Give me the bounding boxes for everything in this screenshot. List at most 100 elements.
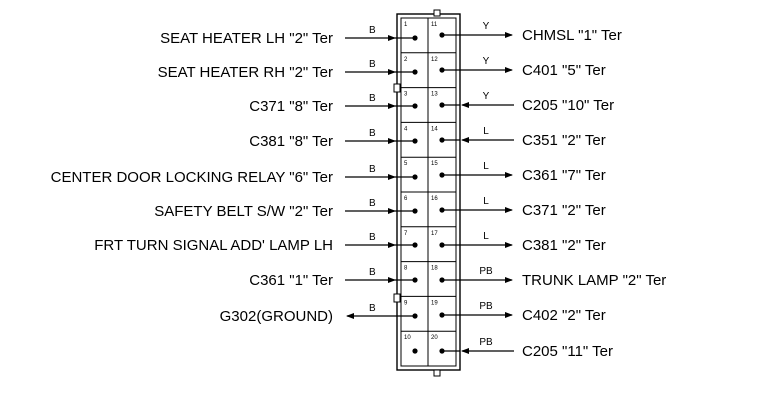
terminal-dot <box>439 102 445 108</box>
wire-color-label: B <box>369 267 376 278</box>
right-circuit: Y C401 "5" Ter <box>439 56 606 79</box>
terminal-dot <box>439 242 445 248</box>
left-circuit: SEAT HEATER RH "2" Ter B <box>158 59 418 81</box>
circuit-label: CHMSL "1" Ter <box>522 27 622 44</box>
connector-body <box>393 9 461 377</box>
pin-number: 6 <box>404 196 408 202</box>
wire-color-label: Y <box>483 91 490 102</box>
terminal-dot <box>439 172 445 178</box>
circuit-label: C351 "2" Ter <box>522 132 606 149</box>
wire-color-label: B <box>369 59 376 70</box>
pin-number: 16 <box>431 196 438 202</box>
circuit-label: FRT TURN SIGNAL ADD' LAMP LH <box>94 237 333 254</box>
right-circuit: Y CHMSL "1" Ter <box>439 21 622 44</box>
wire-color-label: L <box>483 196 489 207</box>
terminal-dot <box>412 138 418 144</box>
circuit-label: SAFETY BELT S/W "2" Ter <box>154 203 333 220</box>
pin-number: 11 <box>431 22 438 28</box>
pin-number: 2 <box>404 57 408 63</box>
connector-key-bottom <box>433 369 441 377</box>
terminal-dot <box>412 208 418 214</box>
wire-color-label: L <box>483 126 489 137</box>
circuit-label: C381 "8" Ter <box>249 133 333 150</box>
left-circuit: C371 "8" Ter B <box>249 93 418 115</box>
terminal-dot <box>439 277 445 283</box>
pin-number: 3 <box>404 92 408 98</box>
wire-color-label: PB <box>479 266 493 277</box>
circuit-label: SEAT HEATER RH "2" Ter <box>158 64 333 81</box>
right-circuit: PB C402 "2" Ter <box>439 301 606 324</box>
pin-number: 20 <box>431 335 438 341</box>
wire-color-label: Y <box>483 56 490 67</box>
pin-number: 18 <box>431 266 438 272</box>
right-circuit: L C371 "2" Ter <box>439 196 606 219</box>
pin-number: 8 <box>404 266 408 272</box>
terminal-dot <box>439 32 445 38</box>
circuit-label: C402 "2" Ter <box>522 307 606 324</box>
left-circuit: SEAT HEATER LH "2" Ter B <box>160 25 418 47</box>
wire-color-label: B <box>369 303 376 314</box>
terminal-dot <box>412 348 418 354</box>
right-circuit: PB C205 "11" Ter <box>439 337 613 360</box>
pin-number: 17 <box>431 231 438 237</box>
left-circuit: G302(GROUND) B <box>220 303 418 325</box>
terminal-dot <box>439 207 445 213</box>
terminal-dot <box>412 103 418 109</box>
circuit-label: C361 "7" Ter <box>522 167 606 184</box>
wire-color-label: PB <box>479 301 493 312</box>
circuit-label: C205 "11" Ter <box>522 343 613 360</box>
pin-number: 1 <box>404 22 408 28</box>
right-circuit: Y C205 "10" Ter <box>439 91 614 114</box>
circuit-label: C371 "2" Ter <box>522 202 606 219</box>
wire-color-label: L <box>483 161 489 172</box>
connector-latch-left-bottom <box>393 293 401 303</box>
wire-color-label: B <box>369 164 376 175</box>
pin-number: 9 <box>404 300 408 306</box>
pin-number: 14 <box>431 126 438 132</box>
circuit-label: SEAT HEATER LH "2" Ter <box>160 30 333 47</box>
terminal-dot <box>412 69 418 75</box>
terminal-dot <box>439 312 445 318</box>
circuit-label: CENTER DOOR LOCKING RELAY "6" Ter <box>51 169 333 186</box>
terminal-dot <box>412 35 418 41</box>
terminal-dot <box>412 242 418 248</box>
right-circuit: L C361 "7" Ter <box>439 161 606 184</box>
pin-number: 15 <box>431 161 438 167</box>
circuit-label: C381 "2" Ter <box>522 237 606 254</box>
left-circuit: SAFETY BELT S/W "2" Ter B <box>154 198 418 220</box>
wire-color-label: B <box>369 198 376 209</box>
circuit-label: C371 "8" Ter <box>249 98 333 115</box>
left-circuit: FRT TURN SIGNAL ADD' LAMP LH B <box>94 232 418 254</box>
right-circuit: L C351 "2" Ter <box>439 126 606 149</box>
right-circuit: L C381 "2" Ter <box>439 231 606 254</box>
wire-color-label: B <box>369 25 376 36</box>
terminal-dot <box>412 174 418 180</box>
left-circuit: CENTER DOOR LOCKING RELAY "6" Ter B <box>51 164 418 186</box>
wire-color-label: B <box>369 93 376 104</box>
wire-color-label: Y <box>483 21 490 32</box>
pin-number: 13 <box>431 92 438 98</box>
circuit-label: C401 "5" Ter <box>522 62 606 79</box>
circuit-label: G302(GROUND) <box>220 308 333 325</box>
terminal-dot <box>439 348 445 354</box>
wire-color-label: B <box>369 232 376 243</box>
pin-number: 19 <box>431 300 438 306</box>
pin-number: 4 <box>404 126 408 132</box>
pin-number: 7 <box>404 231 408 237</box>
pin-number: 5 <box>404 161 408 167</box>
pin-number: 10 <box>404 335 411 341</box>
left-circuit: C361 "1" Ter B <box>249 267 418 289</box>
terminal-dot <box>412 313 418 319</box>
circuit-label: C361 "1" Ter <box>249 272 333 289</box>
circuit-label: C205 "10" Ter <box>522 97 614 114</box>
left-circuit: C381 "8" Ter B <box>249 128 418 150</box>
wire-color-label: L <box>483 231 489 242</box>
terminal-dot <box>439 137 445 143</box>
wire-color-label: PB <box>479 337 493 348</box>
connector-latch-left-top <box>393 83 401 93</box>
terminal-dot <box>439 67 445 73</box>
wire-color-label: B <box>369 128 376 139</box>
